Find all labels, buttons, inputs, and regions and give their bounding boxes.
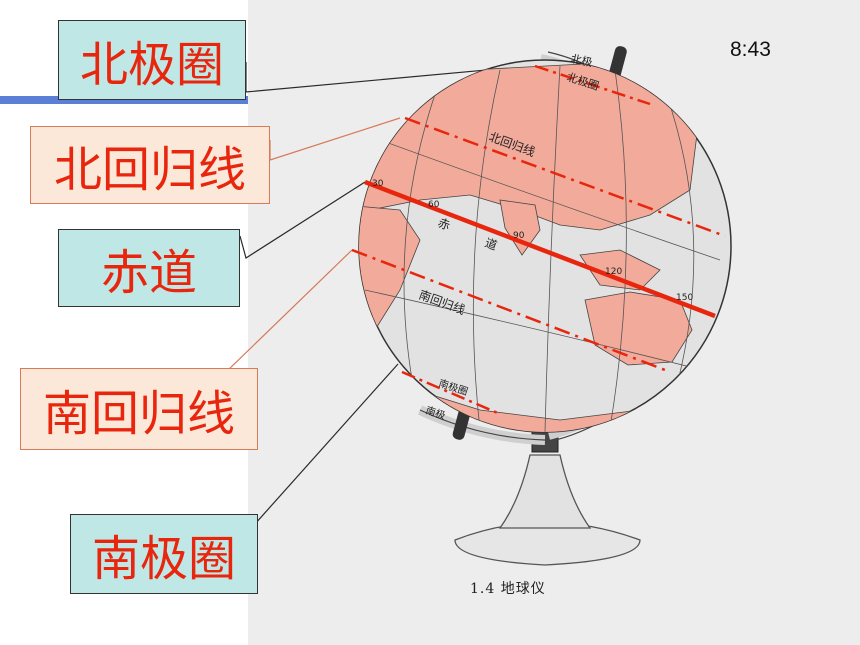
globe-north-pole: 北极: [569, 51, 593, 69]
clock-text: 8:43: [730, 38, 771, 61]
globe-equator-right: 道: [483, 236, 499, 253]
equator-line: [364, 179, 716, 319]
label-tropic-of-cancer: 北回归线: [30, 126, 270, 204]
globe-south-pole: 南极: [424, 403, 447, 422]
leader-equator: [239, 181, 366, 259]
meridian-number-120: 120: [605, 267, 622, 277]
north-axis-cap: [608, 46, 627, 80]
arctic-line: [534, 64, 651, 106]
latitude-lines: [351, 64, 726, 416]
meridian-number-90: 90: [513, 231, 525, 241]
tropic-capricorn-line: [351, 248, 666, 372]
meridian-number-150: 150: [676, 293, 693, 303]
leader-antarctic: [245, 363, 399, 536]
label-tropic-of-capricorn: 南回归线: [20, 368, 258, 450]
land-india: [499, 199, 541, 256]
graticule: [364, 65, 721, 432]
label-antarctic-circle: 南极圈: [70, 514, 258, 594]
stand-base: [454, 521, 641, 566]
meridian-number-30: 30: [372, 179, 384, 189]
globe-stand: [454, 429, 641, 566]
label-equator: 赤道: [58, 229, 240, 307]
globe-body: 北极 北极圈 北回归线 赤 道 南回归线 南极圈 南极 30 60 90 120…: [351, 51, 732, 433]
globe-equator-left: 赤: [436, 216, 452, 233]
title-accent-bar: [0, 96, 248, 104]
land-islands: [579, 249, 661, 291]
meridian-number-60: 60: [428, 200, 440, 210]
leader-tropic-cancer: [269, 117, 401, 161]
stand-neck: [498, 454, 592, 529]
tropic-cancer-line: [404, 116, 726, 238]
leader-arctic: [245, 62, 531, 93]
label-arctic-circle: 北极圈: [58, 20, 246, 100]
figure-caption: 1.4 地球仪: [470, 581, 546, 597]
antarctic-line: [401, 370, 501, 416]
land-australia: [584, 291, 693, 366]
